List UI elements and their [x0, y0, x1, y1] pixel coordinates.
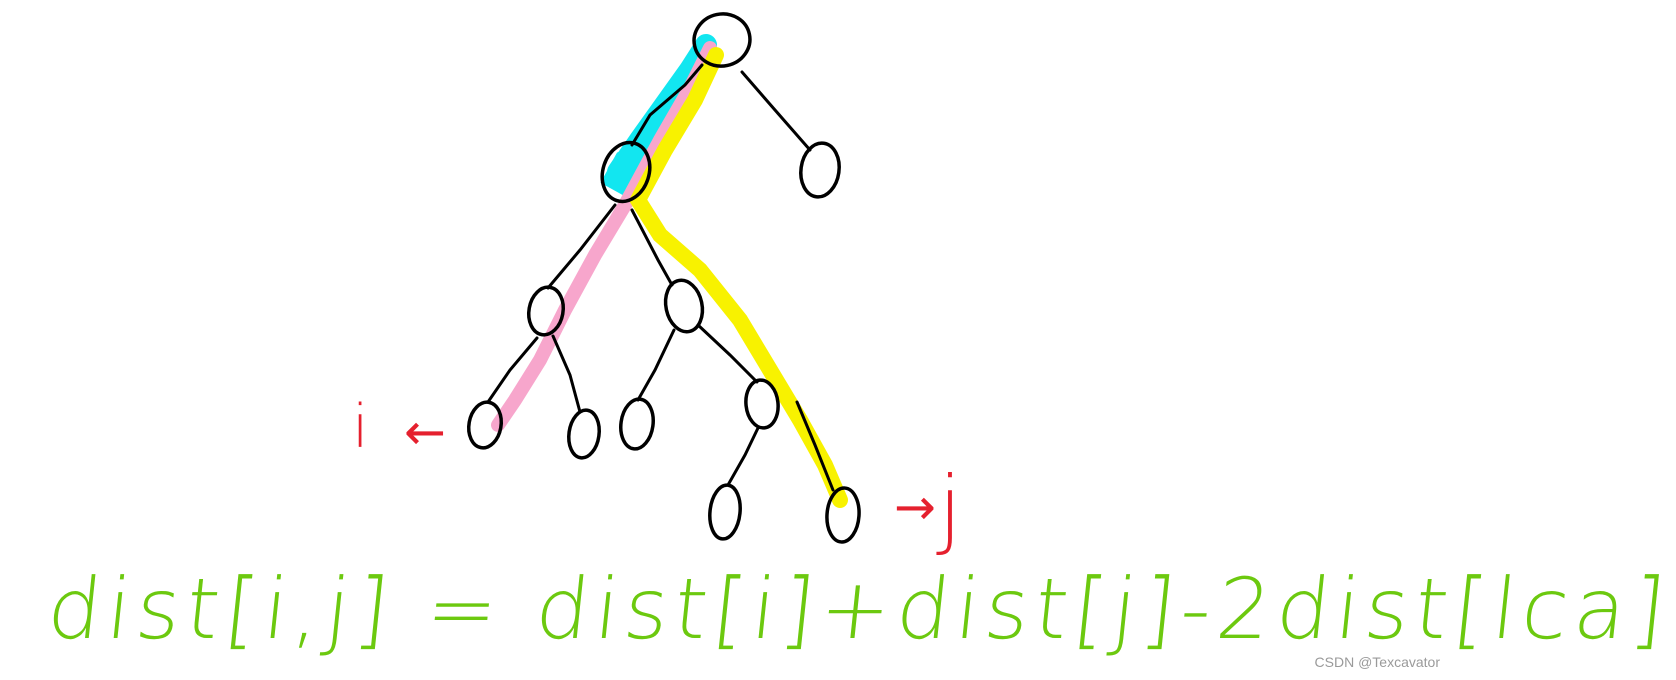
node-f — [708, 483, 742, 541]
node-i — [466, 400, 504, 450]
watermark: CSDN @Texcavator — [1314, 654, 1440, 670]
edge-b-d — [636, 328, 676, 402]
node-right — [799, 141, 841, 199]
arrow-to-j: → — [894, 478, 936, 536]
tree-drawing — [466, 12, 861, 544]
yellow-path-to-j — [628, 47, 848, 508]
edge-lca-b — [630, 208, 674, 287]
label-j: j — [938, 458, 962, 558]
edge-lca-a — [546, 203, 617, 290]
edge-root-left — [630, 63, 704, 147]
pink-path-to-i — [491, 41, 717, 432]
node-e — [744, 378, 780, 430]
edge-a-c — [551, 334, 582, 414]
edge-b-e — [696, 323, 759, 384]
edge-a-i — [486, 336, 539, 404]
edge-root-right — [740, 70, 812, 152]
tree-nodes — [466, 12, 861, 544]
arrow-to-i: ← — [404, 403, 446, 461]
node-j — [825, 486, 861, 544]
node-d — [619, 397, 655, 451]
node-lca — [600, 140, 652, 204]
edge-e-j — [795, 400, 835, 492]
node-c — [567, 408, 601, 460]
node-root — [692, 12, 752, 68]
highlight-strokes — [491, 34, 848, 508]
distance-formula: dist[i,j] = dist[i]+dist[j]-2dist[lca] — [42, 560, 1676, 658]
diagram-canvas: i ← → j dist[i,j] = dist[i]+dist[j]-2dis… — [42, 12, 1676, 670]
label-i: i — [352, 392, 369, 462]
tree-edges — [486, 63, 835, 492]
node-b — [663, 278, 705, 334]
node-a — [526, 285, 566, 337]
edge-e-f — [726, 426, 760, 487]
